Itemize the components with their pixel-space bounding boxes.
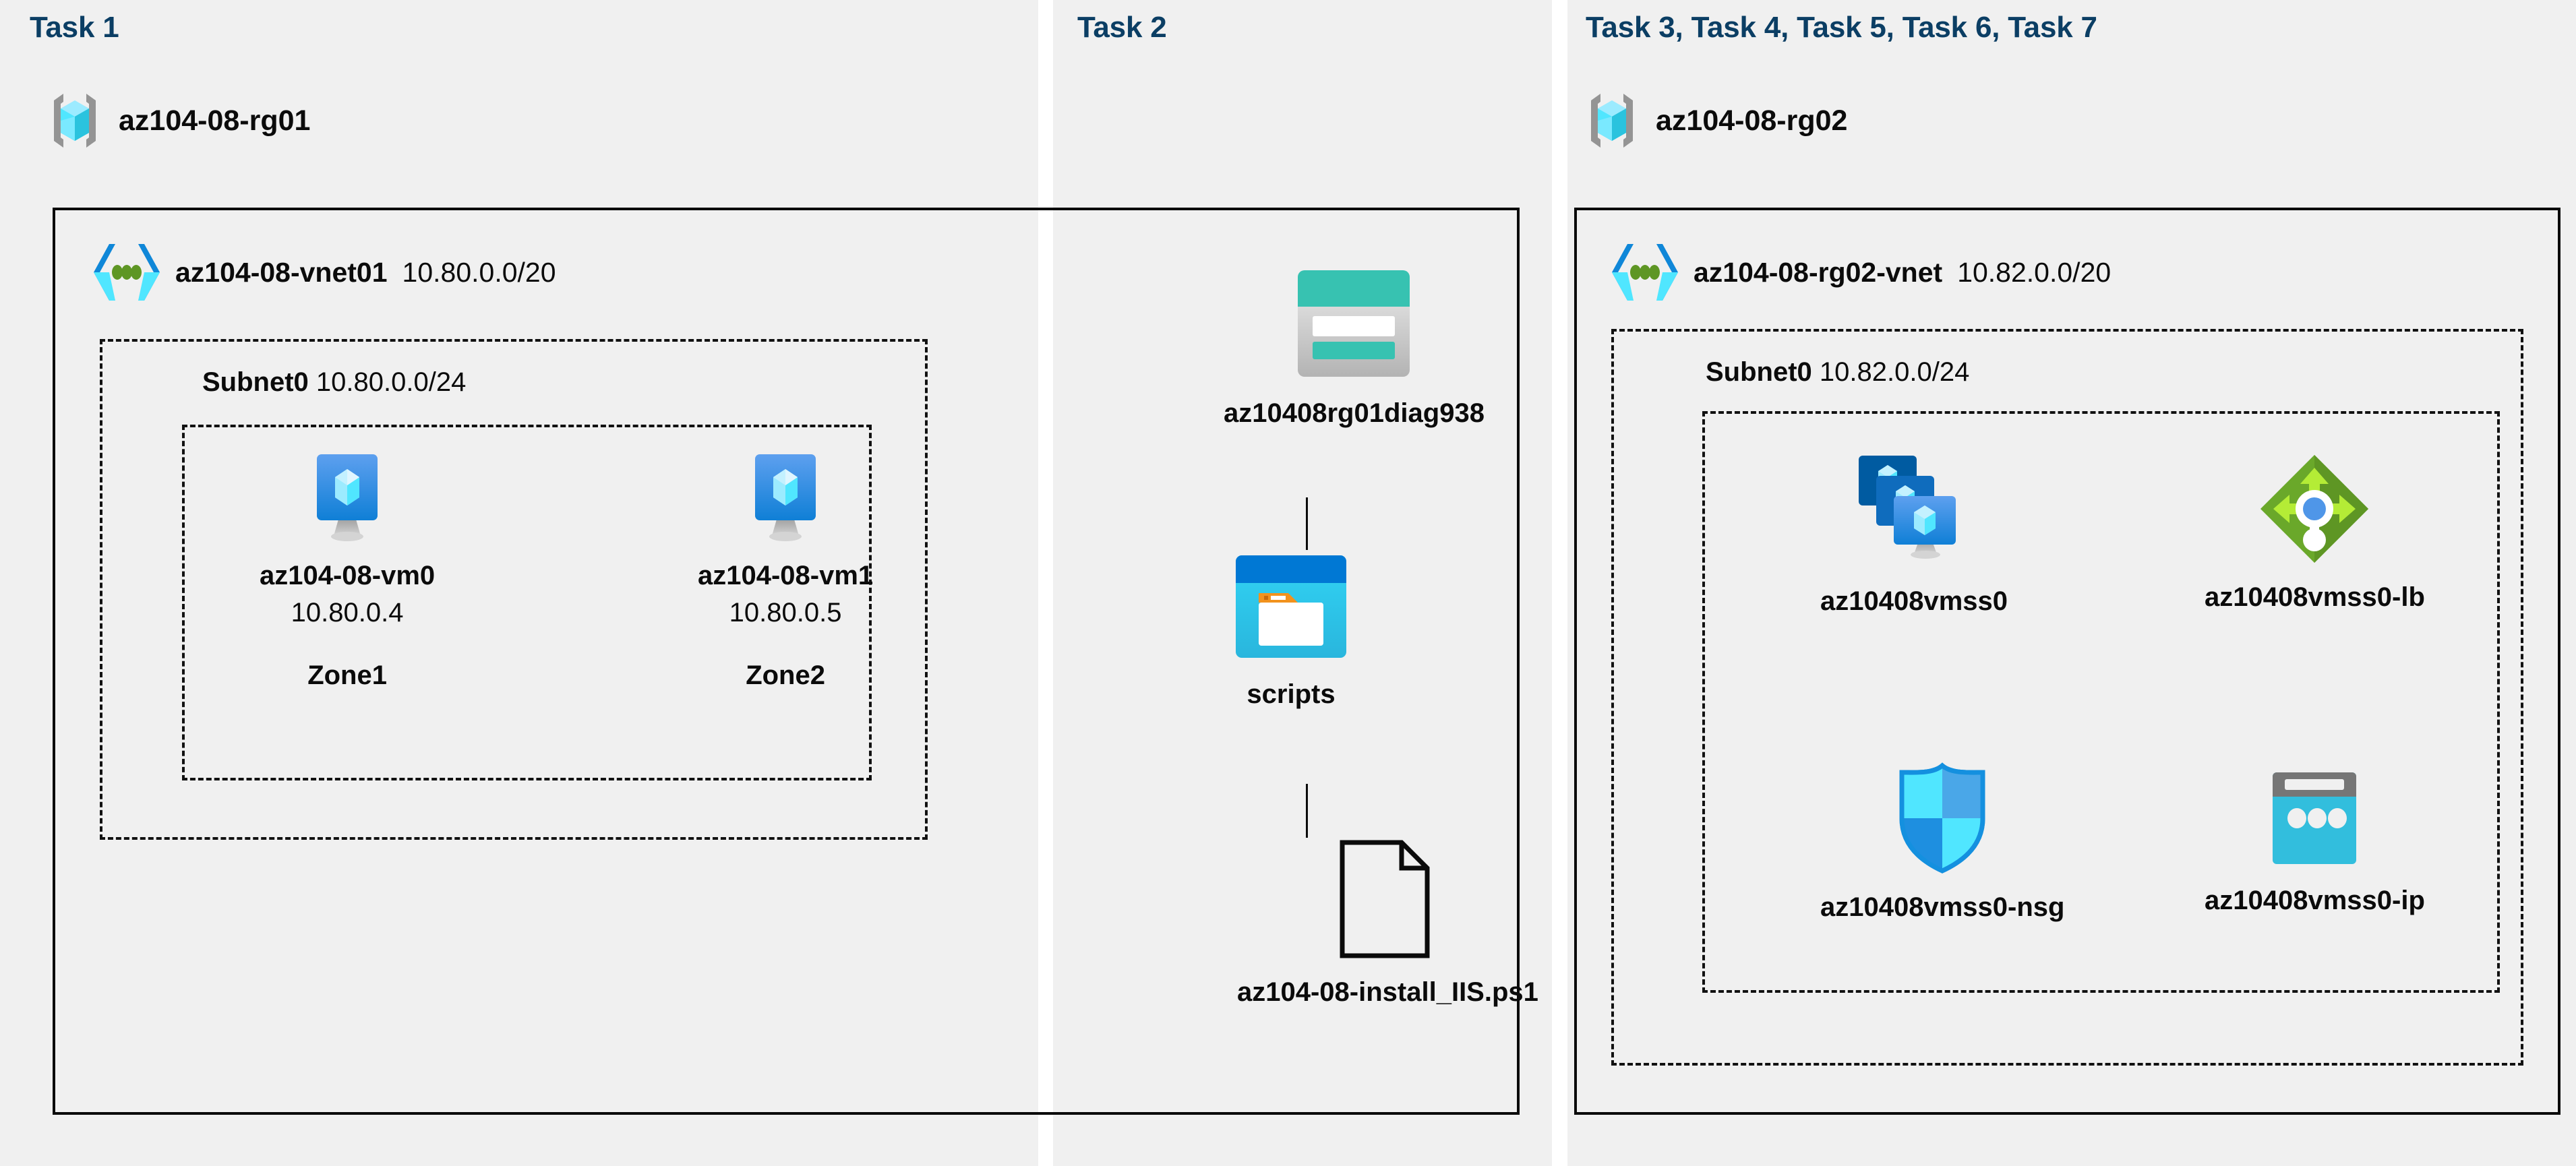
- resource-group-rg01: az104-08-rg01: [49, 91, 310, 150]
- network-security-group-icon: [1892, 762, 1992, 875]
- subnet-label-1: Subnet0 10.80.0.0/24: [202, 367, 466, 398]
- panel-task-1: [0, 0, 1038, 1166]
- resource-node-vm1[interactable]: az104-08-vm1 10.80.0.5 Zone2: [698, 453, 873, 691]
- virtual-network-icon: [93, 241, 160, 303]
- file-icon: [1337, 838, 1438, 960]
- subnet-name: Subnet0: [202, 367, 309, 397]
- resource-node-public-ip[interactable]: az10408vmss0-ip: [2205, 768, 2425, 916]
- panel-task-3: [1567, 0, 2576, 1166]
- zone-group-boundary: [182, 425, 872, 780]
- node-name-label: az10408vmss0-lb: [2205, 582, 2425, 612]
- storage-account-icon: [1291, 266, 1416, 381]
- vnet-cidr-label: 10.80.0.0/20: [402, 256, 556, 288]
- subnet-boundary-subnet0-vnet01: [100, 339, 928, 840]
- subnet-cidr: 10.82.0.0/24: [1819, 357, 1970, 387]
- vnet-boundary-vnet01: [53, 208, 1520, 1115]
- virtual-machine-icon: [304, 453, 390, 543]
- blob-container-icon: [1230, 551, 1352, 662]
- resource-group-icon: [49, 91, 101, 150]
- task-1-heading: Task 1: [30, 11, 119, 44]
- subnet-name: Subnet0: [1706, 357, 1812, 387]
- connector-storage-to-container: [1306, 497, 1308, 550]
- resource-group-rg02: az104-08-rg02: [1586, 91, 1847, 150]
- node-name-label: az10408rg01diag938: [1224, 398, 1485, 428]
- resource-node-script-file[interactable]: az104-08-install_IIS.ps1: [1237, 838, 1538, 1008]
- vnet-header-rg02-vnet: az104-08-rg02-vnet 10.82.0.0/20: [1611, 241, 2111, 303]
- resource-group-label: az104-08-rg02: [1656, 104, 1848, 137]
- node-zone-label: Zone1: [307, 661, 387, 690]
- connector-container-to-file: [1306, 784, 1308, 838]
- task-2-heading: Task 2: [1077, 11, 1167, 44]
- node-ip-label: 10.80.0.5: [729, 598, 842, 627]
- virtual-machine-icon: [742, 453, 829, 543]
- resource-node-blob-container[interactable]: scripts: [1230, 551, 1352, 710]
- vnet-header-vnet01: az104-08-vnet01 10.80.0.0/20: [93, 241, 556, 303]
- resource-node-storage-account[interactable]: az10408rg01diag938: [1224, 266, 1485, 429]
- task-3-heading: Task 3, Task 4, Task 5, Task 6, Task 7: [1586, 11, 2097, 44]
- node-name-label: az104-08-install_IIS.ps1: [1237, 977, 1538, 1007]
- node-name-label: az104-08-vm1: [698, 561, 874, 590]
- resource-node-vm0[interactable]: az104-08-vm0 10.80.0.4 Zone1: [260, 453, 435, 691]
- subnet-boundary-subnet0-rg02vnet: [1611, 329, 2523, 1066]
- node-ip-label: 10.80.0.4: [291, 598, 404, 627]
- node-name-label: az104-08-vm0: [260, 561, 436, 590]
- resource-node-load-balancer[interactable]: az10408vmss0-lb: [2205, 453, 2425, 613]
- vnet-name-label: az104-08-vnet01: [175, 256, 388, 288]
- load-balancer-icon: [2258, 453, 2370, 565]
- resource-group-label: az104-08-rg01: [119, 104, 311, 137]
- public-ip-address-icon: [2265, 768, 2364, 868]
- virtual-network-icon: [1611, 241, 1679, 303]
- subnet-label-2: Subnet0 10.82.0.0/24: [1706, 357, 1969, 388]
- vnet-name-label: az104-08-rg02-vnet: [1694, 256, 1943, 288]
- vmss-group-boundary: [1702, 411, 2500, 993]
- subnet-cidr: 10.80.0.0/24: [316, 367, 467, 397]
- node-name-label: az10408vmss0-nsg: [1820, 892, 2065, 922]
- resource-group-icon: [1586, 91, 1638, 150]
- node-name-label: az10408vmss0-ip: [2205, 886, 2425, 915]
- vnet-boundary-rg02-vnet: [1574, 208, 2560, 1115]
- vm-scale-set-icon: [1855, 453, 1973, 569]
- resource-node-nsg[interactable]: az10408vmss0-nsg: [1820, 762, 2064, 923]
- node-name-label: scripts: [1247, 679, 1336, 709]
- vnet-cidr-label: 10.82.0.0/20: [1957, 256, 2111, 288]
- resource-node-vmss[interactable]: az10408vmss0: [1820, 453, 2008, 617]
- node-zone-label: Zone2: [746, 661, 825, 690]
- node-name-label: az10408vmss0: [1820, 586, 2008, 616]
